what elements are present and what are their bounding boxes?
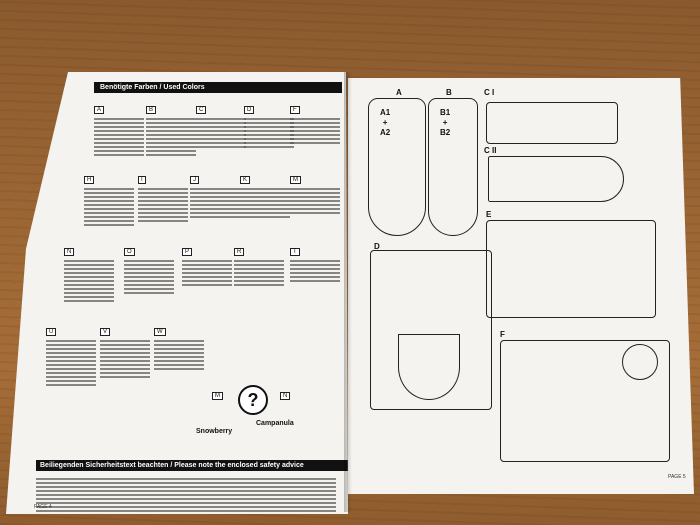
left-page: Benötigte Farben / Used Colors A B C D F… (6, 72, 348, 514)
color-column-11: N (64, 240, 114, 304)
color-column-8: J (190, 168, 240, 220)
question-mark-icon: ? (238, 385, 268, 415)
color-column-14: R (234, 240, 284, 288)
color-column-5: F (290, 98, 340, 146)
color-code: U (46, 328, 57, 336)
color-code: C (196, 106, 207, 114)
color-code: F (290, 106, 300, 114)
sprue-b (428, 98, 478, 236)
page-number-left: PAGE 4 (34, 504, 52, 510)
color-code: D (244, 106, 255, 114)
sprue-a (368, 98, 426, 236)
sprue-label-c2: C II (484, 146, 497, 155)
color-code: O (124, 248, 135, 256)
color-code: K (240, 176, 251, 184)
color-column-4: D (244, 98, 294, 150)
color-column-3: C (196, 98, 246, 150)
color-column-2: B (146, 98, 196, 158)
color-column-18: W (154, 320, 204, 372)
color-code: J (190, 176, 199, 184)
sprue-label-d: D (374, 242, 380, 251)
hull-part (398, 334, 460, 400)
right-page: A A1 + A2 B B1 + B2 C I C II D E F PAGE … (348, 78, 694, 494)
sprue-label-a: A (396, 88, 402, 97)
color-column-10: M (290, 168, 340, 216)
color-code: B (146, 106, 157, 114)
swatch-code-left: M (212, 392, 223, 400)
sprue-label-f: F (500, 330, 505, 339)
color-code: T (290, 248, 300, 256)
part-a-label: A1 + A2 (380, 108, 391, 137)
part-b-label: B1 + B2 (440, 108, 451, 137)
color-column-12: O (124, 240, 174, 296)
color-column-9: K (240, 168, 290, 220)
color-code: I (138, 176, 146, 184)
color-code: M (290, 176, 301, 184)
color-code: W (154, 328, 166, 336)
swatch-code-right: N (280, 392, 291, 400)
color-column-16: U (46, 320, 96, 388)
color-column-7: I (138, 168, 188, 224)
color-column-6: H (84, 168, 134, 228)
sprue-label-c1: C I (484, 88, 495, 97)
page-fold (344, 72, 352, 512)
color-column-1: A (94, 98, 144, 158)
sprue-d (370, 250, 492, 410)
sprue-label-b: B (446, 88, 452, 97)
swatch-label-left: Snowberry (196, 428, 233, 435)
color-code: P (182, 248, 193, 256)
round-part (622, 344, 658, 380)
color-code: H (84, 176, 95, 184)
color-code: V (100, 328, 111, 336)
color-code: A (94, 106, 105, 114)
color-column-13: P (182, 240, 232, 288)
safety-header: Beiliegenden Sicherheitstext beachten / … (36, 460, 348, 471)
color-column-15: T (290, 240, 340, 284)
color-code: N (64, 248, 75, 256)
safety-text-block (36, 476, 336, 514)
sprue-label-e: E (486, 210, 492, 219)
sprue-c2 (488, 156, 624, 202)
sprue-e (486, 220, 656, 318)
sprue-f (500, 340, 670, 462)
colors-header: Benötigte Farben / Used Colors (94, 82, 342, 93)
color-column-17: V (100, 320, 150, 380)
page-number-right: PAGE 5 (668, 474, 686, 480)
sprue-c1 (486, 102, 618, 144)
color-code: R (234, 248, 245, 256)
swatch-label-right: Campanula (256, 420, 294, 427)
